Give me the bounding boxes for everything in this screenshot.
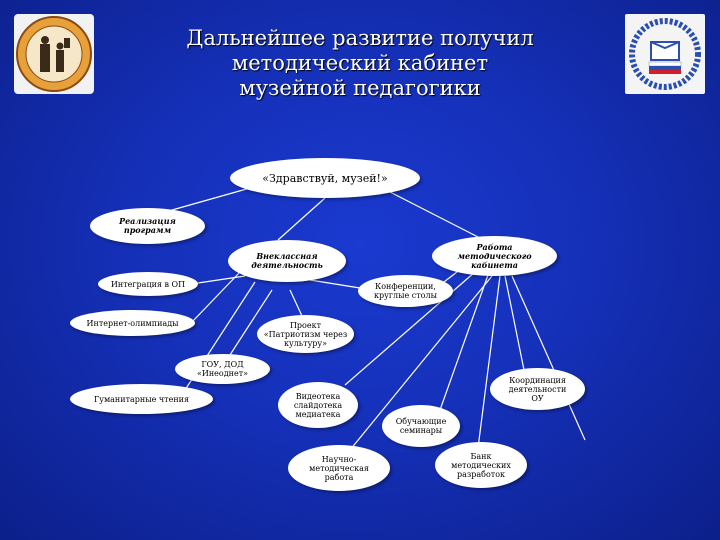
- node-readings-label: Гуманитарные чтения: [93, 394, 190, 404]
- node-realization-line1: Реализация: [119, 216, 176, 226]
- node-research-line3: работа: [324, 472, 354, 482]
- node-videoteka-line1: Видеотека: [295, 391, 341, 401]
- node-videoteka-line3: медиатека: [295, 409, 341, 419]
- node-integration-label: Интеграция в ОП: [110, 279, 186, 289]
- node-seminars-line1: Обучающие: [395, 417, 447, 426]
- edge-mc-database: [477, 275, 501, 449]
- node-research: Научно- методическая работа: [288, 445, 390, 491]
- node-database-line2: методических: [451, 460, 511, 470]
- node-methodcab-line3: кабинета: [471, 259, 518, 270]
- node-methodcab-line2: методического: [457, 250, 532, 261]
- edge-ext-conferences: [309, 279, 361, 289]
- node-methodcab-line1: Работа: [476, 241, 513, 252]
- node-database: Банк методических разработок: [435, 442, 527, 488]
- page-title: Дальнейшее развитие получил методический…: [170, 26, 550, 101]
- edge-mc-seminars: [439, 274, 489, 411]
- node-gou: ГОУ, ДОД «Инеоднет»: [175, 354, 270, 384]
- node-gou-line2: «Инеоднет»: [196, 369, 249, 378]
- node-integration: Интеграция в ОП: [98, 272, 198, 296]
- node-videoteka-line2: слайдотека: [293, 400, 343, 410]
- node-coordination-line3: ОУ: [531, 393, 544, 403]
- edge-mc-down: [511, 275, 586, 441]
- node-extracurricular-line1: Внеклассная: [256, 251, 318, 261]
- node-coordination-line2: деятельности: [508, 384, 567, 394]
- node-readings: Гуманитарные чтения: [70, 384, 213, 414]
- node-videoteka: Видеотека слайдотека медиатека: [278, 382, 358, 428]
- node-gou-line1: ГОУ, ДОД: [201, 360, 244, 369]
- edge-root-extracurricular: [277, 197, 326, 241]
- node-conferences-line1: Конференции,: [375, 282, 436, 291]
- node-project-line1: Проект: [289, 320, 322, 330]
- title-line-1: Дальнейшее развитие получил: [186, 26, 534, 50]
- node-research-line1: Научно-: [321, 454, 357, 464]
- node-research-line2: методическая: [309, 463, 369, 473]
- node-seminars: Обучающие семинары: [382, 405, 460, 447]
- edge-root-methodcab: [389, 191, 481, 239]
- node-root: «Здравствуй, музей!»: [230, 158, 420, 198]
- edge-root-realization: [164, 187, 251, 213]
- node-extracurricular-line2: деятельность: [251, 260, 323, 270]
- edge-ext-gou: [227, 289, 273, 359]
- edge-mc-coordination: [504, 275, 526, 376]
- edge-ext-integration: [197, 275, 246, 284]
- node-project-line3: культуру»: [284, 338, 327, 348]
- node-project-line2: «Патриотизм через: [263, 329, 348, 339]
- node-coordination: Координация деятельности ОУ: [490, 368, 585, 410]
- node-extracurricular: Внеклассная деятельность: [228, 240, 346, 282]
- node-olympiads-label: Интернет-олимпиады: [86, 318, 179, 328]
- edge-ext-olympiads: [191, 271, 241, 323]
- node-database-line3: разработок: [456, 469, 506, 479]
- school-emblem-icon: [14, 14, 94, 94]
- node-root-label: «Здравствуй, музей!»: [262, 171, 388, 185]
- edge-ext-project: [289, 289, 303, 317]
- node-seminars-line2: семинары: [399, 426, 443, 435]
- education-ministry-icon: [625, 14, 705, 94]
- node-olympiads: Интернет-олимпиады: [70, 310, 195, 336]
- node-conferences: Конференции, круглые столы: [358, 275, 453, 307]
- title-line-2: методический кабинет: [231, 51, 489, 75]
- node-conferences-line2: круглые столы: [374, 291, 437, 300]
- node-realization-line2: программ: [123, 225, 172, 235]
- node-project: Проект «Патриотизм через культуру»: [257, 315, 354, 353]
- title-line-3: музейной педагогики: [239, 76, 481, 100]
- node-coordination-line1: Координация: [509, 375, 566, 385]
- edge-mc-videoteka: [344, 271, 476, 386]
- edge-mc-research: [349, 275, 493, 451]
- node-realization: Реализация программ: [90, 208, 205, 244]
- node-methodcab: Работа методического кабинета: [432, 236, 557, 276]
- node-database-line1: Банк: [470, 451, 492, 461]
